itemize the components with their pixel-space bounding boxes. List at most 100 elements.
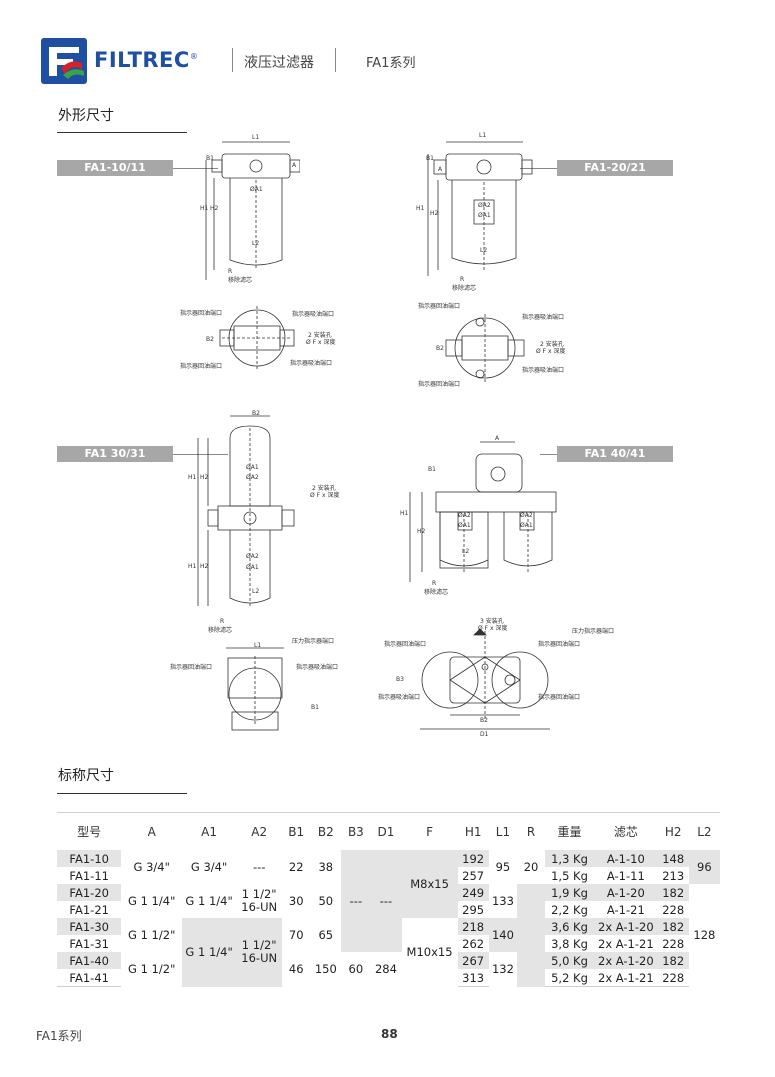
dim-label-b2: B2 (480, 717, 488, 724)
drawing-fa1-20-side (427, 141, 533, 276)
cell-l1: 133 (491, 894, 514, 908)
cell-model: FA1-40 (57, 952, 122, 969)
label-thread: Ø F x 深度 (536, 348, 566, 355)
drawing-fa1-10-top (219, 306, 295, 370)
dim-label-a1: ØA1 (250, 186, 263, 193)
cell-element: A-1-21 (606, 902, 645, 917)
dim-label-a: A (292, 162, 297, 169)
cell-weight: 3,6 Kg (544, 918, 595, 935)
cell-element: 2x A-1-20 (594, 952, 658, 969)
label-indicator-return: 指示器回油端口 (418, 303, 461, 310)
col-header-f: F (401, 812, 458, 850)
label-mount-holes: 2 安装孔 (312, 485, 336, 492)
label-indicator-return: 指示器回油端口 (180, 363, 223, 370)
cell-f: M10x15 (406, 945, 453, 960)
label-indicator-pressure: 压力指示器端口 (292, 638, 335, 645)
cell-a2-thread: 16-UN (241, 900, 278, 914)
cell-b1: 70 (288, 928, 304, 942)
cell-weight: 1,3 Kg (544, 850, 595, 867)
cell-h1: 313 (457, 969, 489, 987)
tag-leader (540, 454, 557, 455)
cell-a2: 1 1/2"16-UN (236, 918, 283, 987)
tag-leader (520, 168, 557, 169)
cell-h1: 192 (457, 850, 489, 867)
dim-label-a2: ØA2 (520, 512, 533, 519)
cell-b1: 22 (288, 860, 304, 874)
drawing-fa1-30-side (197, 415, 295, 608)
cell-element: A-1-11 (606, 868, 645, 883)
col-header-weight: 重量 (544, 812, 595, 850)
spec-table: 型号 A A1 A2 B1 B2 B3 D1 F H1 L1 R 重量 滤芯 H… (57, 812, 720, 987)
cell-a1: G 1 1/4" (182, 918, 237, 987)
cell-a: G 3/4" (133, 860, 170, 874)
header-series: FA1系列 (366, 56, 416, 71)
tag-leader (173, 168, 218, 169)
label-indicator-suction: 指示器吸油端口 (522, 314, 565, 321)
cell-a: G 1 1/4" (128, 894, 176, 908)
cell-weight: 5,0 Kg (544, 952, 595, 969)
label-indicator-return: 指示器回油端口 (418, 381, 461, 388)
cell-b3: 60 (348, 962, 364, 977)
dim-label-a1: ØA1 (246, 464, 259, 471)
dim-label-h1: H1 (188, 474, 197, 481)
dim-label-h2: H2 (200, 563, 209, 570)
cell-model: FA1-31 (69, 936, 109, 951)
dim-label-d1: D1 (480, 731, 489, 738)
dim-label-l1: L1 (252, 134, 260, 141)
dim-label-h1: H1 (416, 205, 425, 212)
table-row: FA1-30 G 1 1/2" G 1 1/4" 1 1/2"16-UN 70 … (57, 918, 720, 987)
cell-l1: 95 (495, 860, 511, 874)
dim-label-h1: H1 (188, 563, 197, 570)
dim-label-b2: B2 (252, 410, 260, 417)
dim-label-h1: H1 (400, 510, 409, 517)
cell-b3: --- (341, 850, 371, 952)
cell-a: G 1 1/2" (128, 962, 176, 977)
label-indicator-return: 指示器回油端口 (538, 641, 581, 648)
label-mount-holes: 3 安装孔 (480, 618, 504, 625)
cell-element: 2x A-1-21 (598, 936, 654, 951)
section-title-dimensions: 外形尺寸 (58, 108, 114, 124)
label-indicator-pressure: 压力指示器端口 (572, 628, 615, 635)
cell-d1: 284 (374, 962, 397, 977)
page-number: 88 (381, 1027, 398, 1041)
tag-leader (173, 454, 228, 455)
col-header-b1: B1 (282, 812, 311, 850)
model-tag-fa1-40-41: FA1 40/41 (557, 446, 673, 462)
cell-element: 2x A-1-20 (594, 918, 658, 935)
dim-label-a1: ØA1 (458, 522, 471, 529)
cell-element: A-1-20 (594, 884, 658, 901)
cell-model: FA1-30 (57, 918, 122, 935)
label-remove-element: 移除滤芯 (424, 589, 449, 596)
table-row: FA1-10 G 3/4" G 3/4" --- 22 38 --- --- M… (57, 850, 720, 952)
col-header-model: 型号 (57, 812, 122, 850)
cell-b2: 65 (318, 928, 334, 942)
cell-model: FA1-21 (69, 902, 109, 917)
label-thread: Ø F x 深度 (478, 625, 508, 632)
cell-a2-size: 1 1/2" (241, 887, 277, 901)
dim-label-a: A (438, 166, 443, 173)
label-remove-element: 移除滤芯 (208, 627, 233, 634)
dim-label-a2: ØA2 (458, 512, 471, 519)
cell-h2: 228 (662, 902, 685, 917)
cell-h1: 218 (457, 918, 489, 935)
cell-h1: 267 (457, 952, 489, 969)
dim-label-h2: H2 (430, 210, 439, 217)
cell-a1: G 1 1/4" (185, 894, 233, 908)
label-remove-element: 移除滤芯 (228, 277, 253, 284)
col-header-r: R (517, 812, 545, 850)
col-header-a2: A2 (236, 812, 283, 850)
label-indicator-suction: 指示器吸油端口 (378, 694, 421, 701)
cell-a2: 1 1/2"16-UN (236, 884, 282, 918)
header-divider (232, 48, 233, 72)
cell-a2-thread: 16-UN (241, 951, 278, 966)
cell-l2: 128 (693, 928, 716, 943)
dim-label-a1: ØA1 (478, 212, 491, 219)
dim-label-b1: B1 (206, 155, 214, 162)
dim-label-l2: L2 (252, 240, 260, 247)
label-indicator-return: 指示器回油端口 (180, 310, 223, 317)
cell-b2: 150 (314, 962, 337, 977)
label-indicator-suction: 指示器吸油端口 (522, 367, 565, 374)
cell-l2: 96 (688, 850, 720, 884)
dim-label-a2: ØA2 (246, 553, 259, 560)
cell-h2: 228 (657, 969, 689, 987)
